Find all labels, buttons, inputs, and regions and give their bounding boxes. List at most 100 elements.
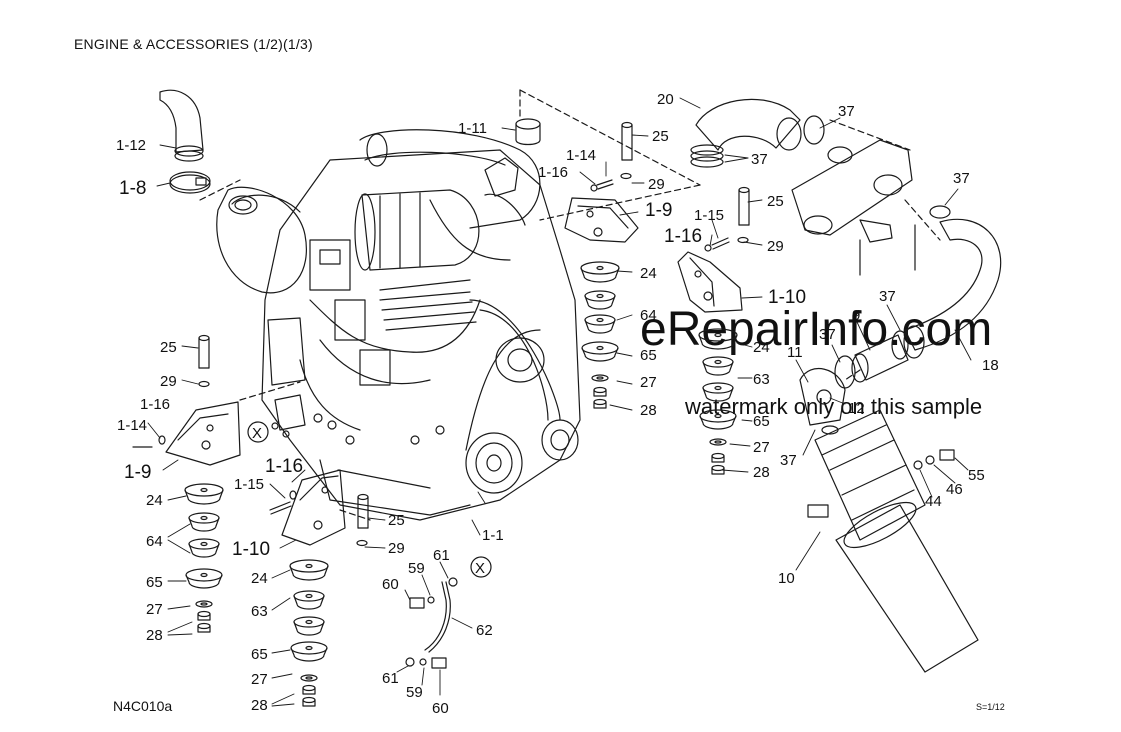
cushion-24-top: [184, 483, 224, 497]
callout-27: 27: [251, 671, 268, 688]
cushion-63-top: [702, 356, 734, 368]
callout-1-10: 1-10: [232, 539, 270, 560]
clamps-37-right: [803, 115, 925, 435]
callout-27: 27: [753, 439, 770, 456]
callout-64: 64: [146, 533, 163, 550]
cushion-63-hole: [714, 385, 722, 391]
cushion-65-hole: [714, 413, 722, 419]
cushion-64-top: [584, 290, 616, 302]
cushion-24-top: [698, 328, 738, 342]
callout-25: 25: [160, 339, 177, 356]
bracket-1-9-upper: [564, 197, 639, 243]
washer-27: [195, 600, 213, 608]
callout-1-10: 1-10: [768, 287, 806, 308]
nut-28-top: [197, 622, 211, 630]
callout-65: 65: [640, 347, 657, 364]
nut-28: [197, 613, 211, 621]
callout-1-16: 1-16: [664, 226, 702, 247]
callout-64: 64: [640, 307, 657, 324]
cushion-64-top: [584, 314, 616, 326]
elbow-11-12: [799, 368, 846, 426]
washer-27: [591, 374, 609, 382]
callout-37: 37: [819, 326, 836, 343]
callout-1-15: 1-15: [234, 476, 264, 493]
callout-29: 29: [767, 238, 784, 255]
nut-28-top: [593, 398, 607, 406]
cushion-63-hole: [714, 359, 722, 365]
washer-27-hole: [596, 376, 604, 380]
cushion-63: [702, 387, 734, 402]
mount-stacks: [184, 261, 738, 707]
part-1-11-cap: [515, 118, 541, 146]
callout-28: 28: [146, 627, 163, 644]
nut-28-top: [711, 452, 725, 460]
cushion-65-hole: [596, 345, 604, 351]
callout-20: 20: [657, 91, 674, 108]
callout-1-9: 1-9: [645, 200, 672, 221]
hose-20: [695, 98, 802, 151]
cushion-65: [290, 647, 328, 662]
part-1-8-clamp: [169, 171, 211, 194]
callout-24: 24: [251, 570, 268, 587]
watermark: eRepairInfo.com watermark only on this s…: [640, 303, 992, 419]
cushion-24-hole: [714, 332, 722, 338]
cushion-64: [584, 319, 616, 334]
hardware-44-46-55: [913, 449, 955, 470]
reference-x-left: X: [247, 421, 269, 443]
bolt-25-right: [737, 186, 750, 244]
callout-63: 63: [753, 371, 770, 388]
callout-60: 60: [382, 576, 399, 593]
cushion-63: [293, 621, 325, 636]
cushion-63: [702, 361, 734, 376]
clamp-37-pair: [690, 144, 724, 168]
drawing-scale: S=1/12: [976, 702, 1005, 712]
cushion-64-hole: [200, 515, 208, 521]
cushion-64-hole: [596, 317, 604, 323]
nut-28: [593, 389, 607, 397]
cushion-24-hole: [200, 487, 208, 493]
callout-25: 25: [388, 512, 405, 529]
x-marker-text: X: [475, 560, 485, 577]
callout-59: 59: [406, 684, 423, 701]
nut-28-top: [593, 386, 607, 394]
hose-18: [904, 205, 1002, 351]
nut-28: [711, 455, 725, 463]
callout-29: 29: [648, 176, 665, 193]
callout-59: 59: [408, 560, 425, 577]
callout-11: 11: [787, 344, 803, 361]
callout-1-11: 1-11: [458, 120, 487, 137]
washer-27-hole: [305, 676, 313, 680]
cushion-65: [581, 347, 619, 362]
callout-28: 28: [753, 464, 770, 481]
nut-28-top: [197, 610, 211, 618]
callout-63: 63: [251, 603, 268, 620]
washer-27: [709, 438, 727, 446]
cushion-24-hole: [305, 563, 313, 569]
cushion-24: [289, 565, 329, 581]
cushion-63: [293, 595, 325, 610]
cushion-63-hole: [305, 593, 313, 599]
cushion-65-top: [699, 409, 737, 423]
cushion-65-hole: [305, 645, 313, 651]
nut-28: [197, 625, 211, 633]
cushion-64-top: [188, 512, 220, 524]
pipe-62-assembly: [405, 577, 458, 669]
nut-28: [302, 699, 316, 707]
bolt-25-left: [198, 334, 210, 388]
small-bolts: [132, 179, 730, 515]
bracket-1-10-left: [281, 469, 346, 546]
callout-24: 24: [640, 265, 657, 282]
callout-1-15: 1-15: [694, 207, 724, 224]
x-marker-text: X: [252, 425, 262, 442]
cushion-65-top: [185, 568, 223, 582]
cushion-24-top: [289, 559, 329, 573]
cushion-64: [584, 295, 616, 310]
callout-28: 28: [640, 402, 657, 419]
part-1-12-elbow: [159, 89, 204, 162]
cushion-24: [698, 334, 738, 350]
callout-25: 25: [767, 193, 784, 210]
bolt-25-lower: [356, 493, 369, 547]
nut-28-top: [711, 464, 725, 472]
callout-27: 27: [146, 601, 163, 618]
